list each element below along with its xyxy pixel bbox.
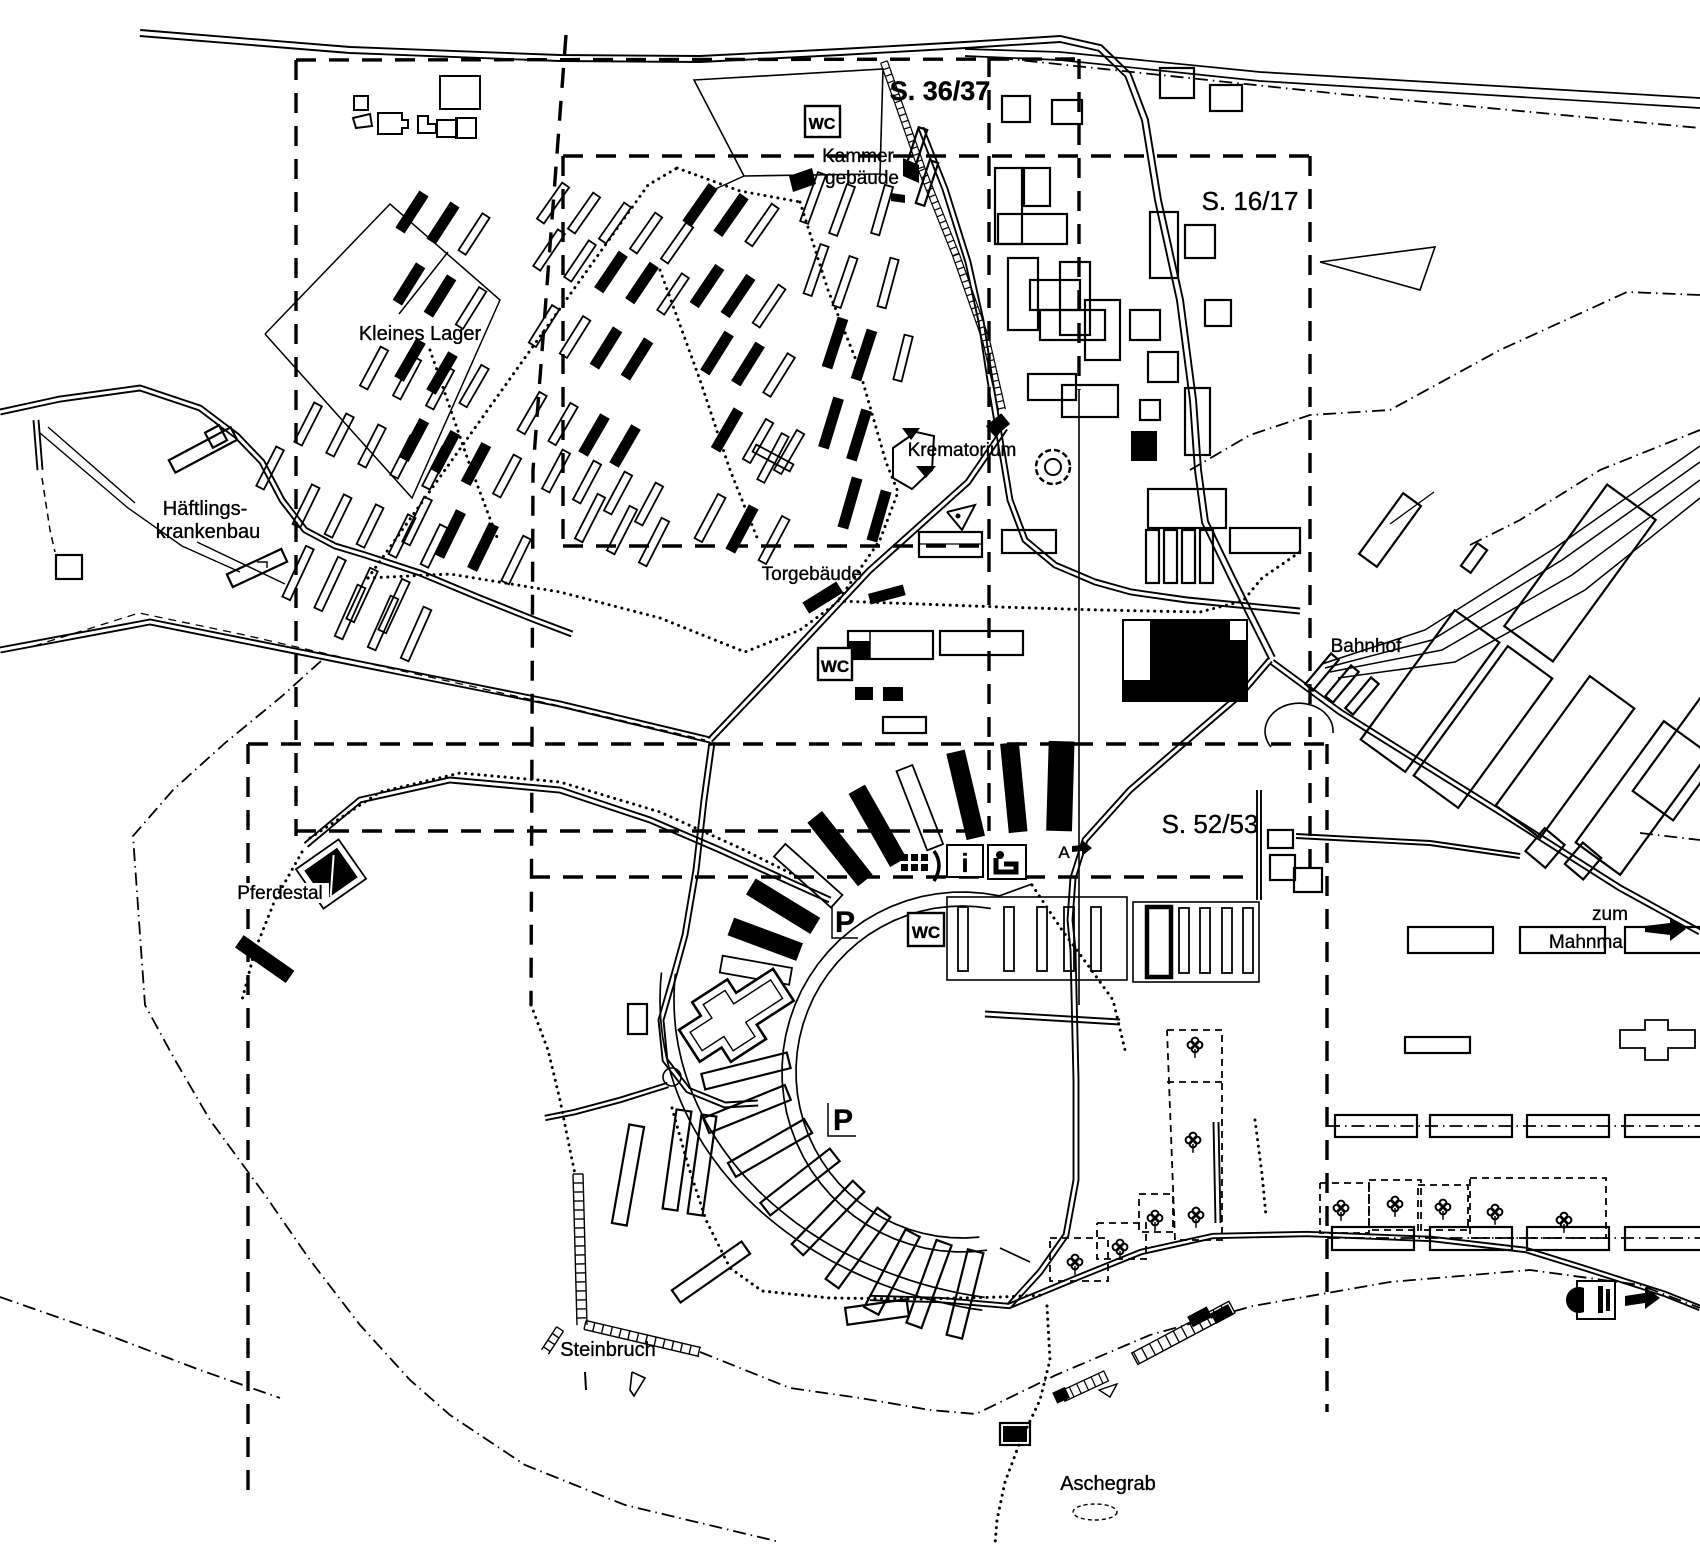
- svg-text:Kleines Lager: Kleines Lager: [359, 323, 482, 345]
- svg-text:zum: zum: [1592, 904, 1628, 925]
- svg-text:S. 16/17: S. 16/17: [1202, 186, 1299, 216]
- svg-text:gebäude: gebäude: [825, 168, 899, 189]
- svg-text:Bahnhof: Bahnhof: [1331, 636, 1403, 657]
- svg-text:Mahnmal: Mahnmal: [1549, 932, 1627, 953]
- svg-text:A: A: [1058, 843, 1070, 862]
- svg-text:Torgebäude: Torgebäude: [762, 564, 862, 585]
- svg-text:P: P: [833, 1104, 853, 1137]
- svg-text:WC: WC: [809, 116, 836, 133]
- svg-text:S. 52/53: S. 52/53: [1162, 809, 1259, 839]
- svg-text:P: P: [835, 906, 855, 939]
- svg-text:WC: WC: [821, 657, 849, 676]
- svg-text:S. 36/37: S. 36/37: [890, 76, 991, 106]
- svg-text:Steinbruch: Steinbruch: [560, 1339, 656, 1361]
- svg-text:i: i: [961, 848, 968, 878]
- svg-text:Kammer: Kammer: [822, 146, 894, 167]
- svg-text:WC: WC: [912, 923, 940, 942]
- svg-text:krankenbau: krankenbau: [156, 521, 261, 543]
- svg-text:Aschegrab: Aschegrab: [1060, 1473, 1156, 1495]
- svg-text:Krematorium: Krematorium: [908, 440, 1017, 461]
- svg-text:Häftlings-: Häftlings-: [163, 498, 247, 520]
